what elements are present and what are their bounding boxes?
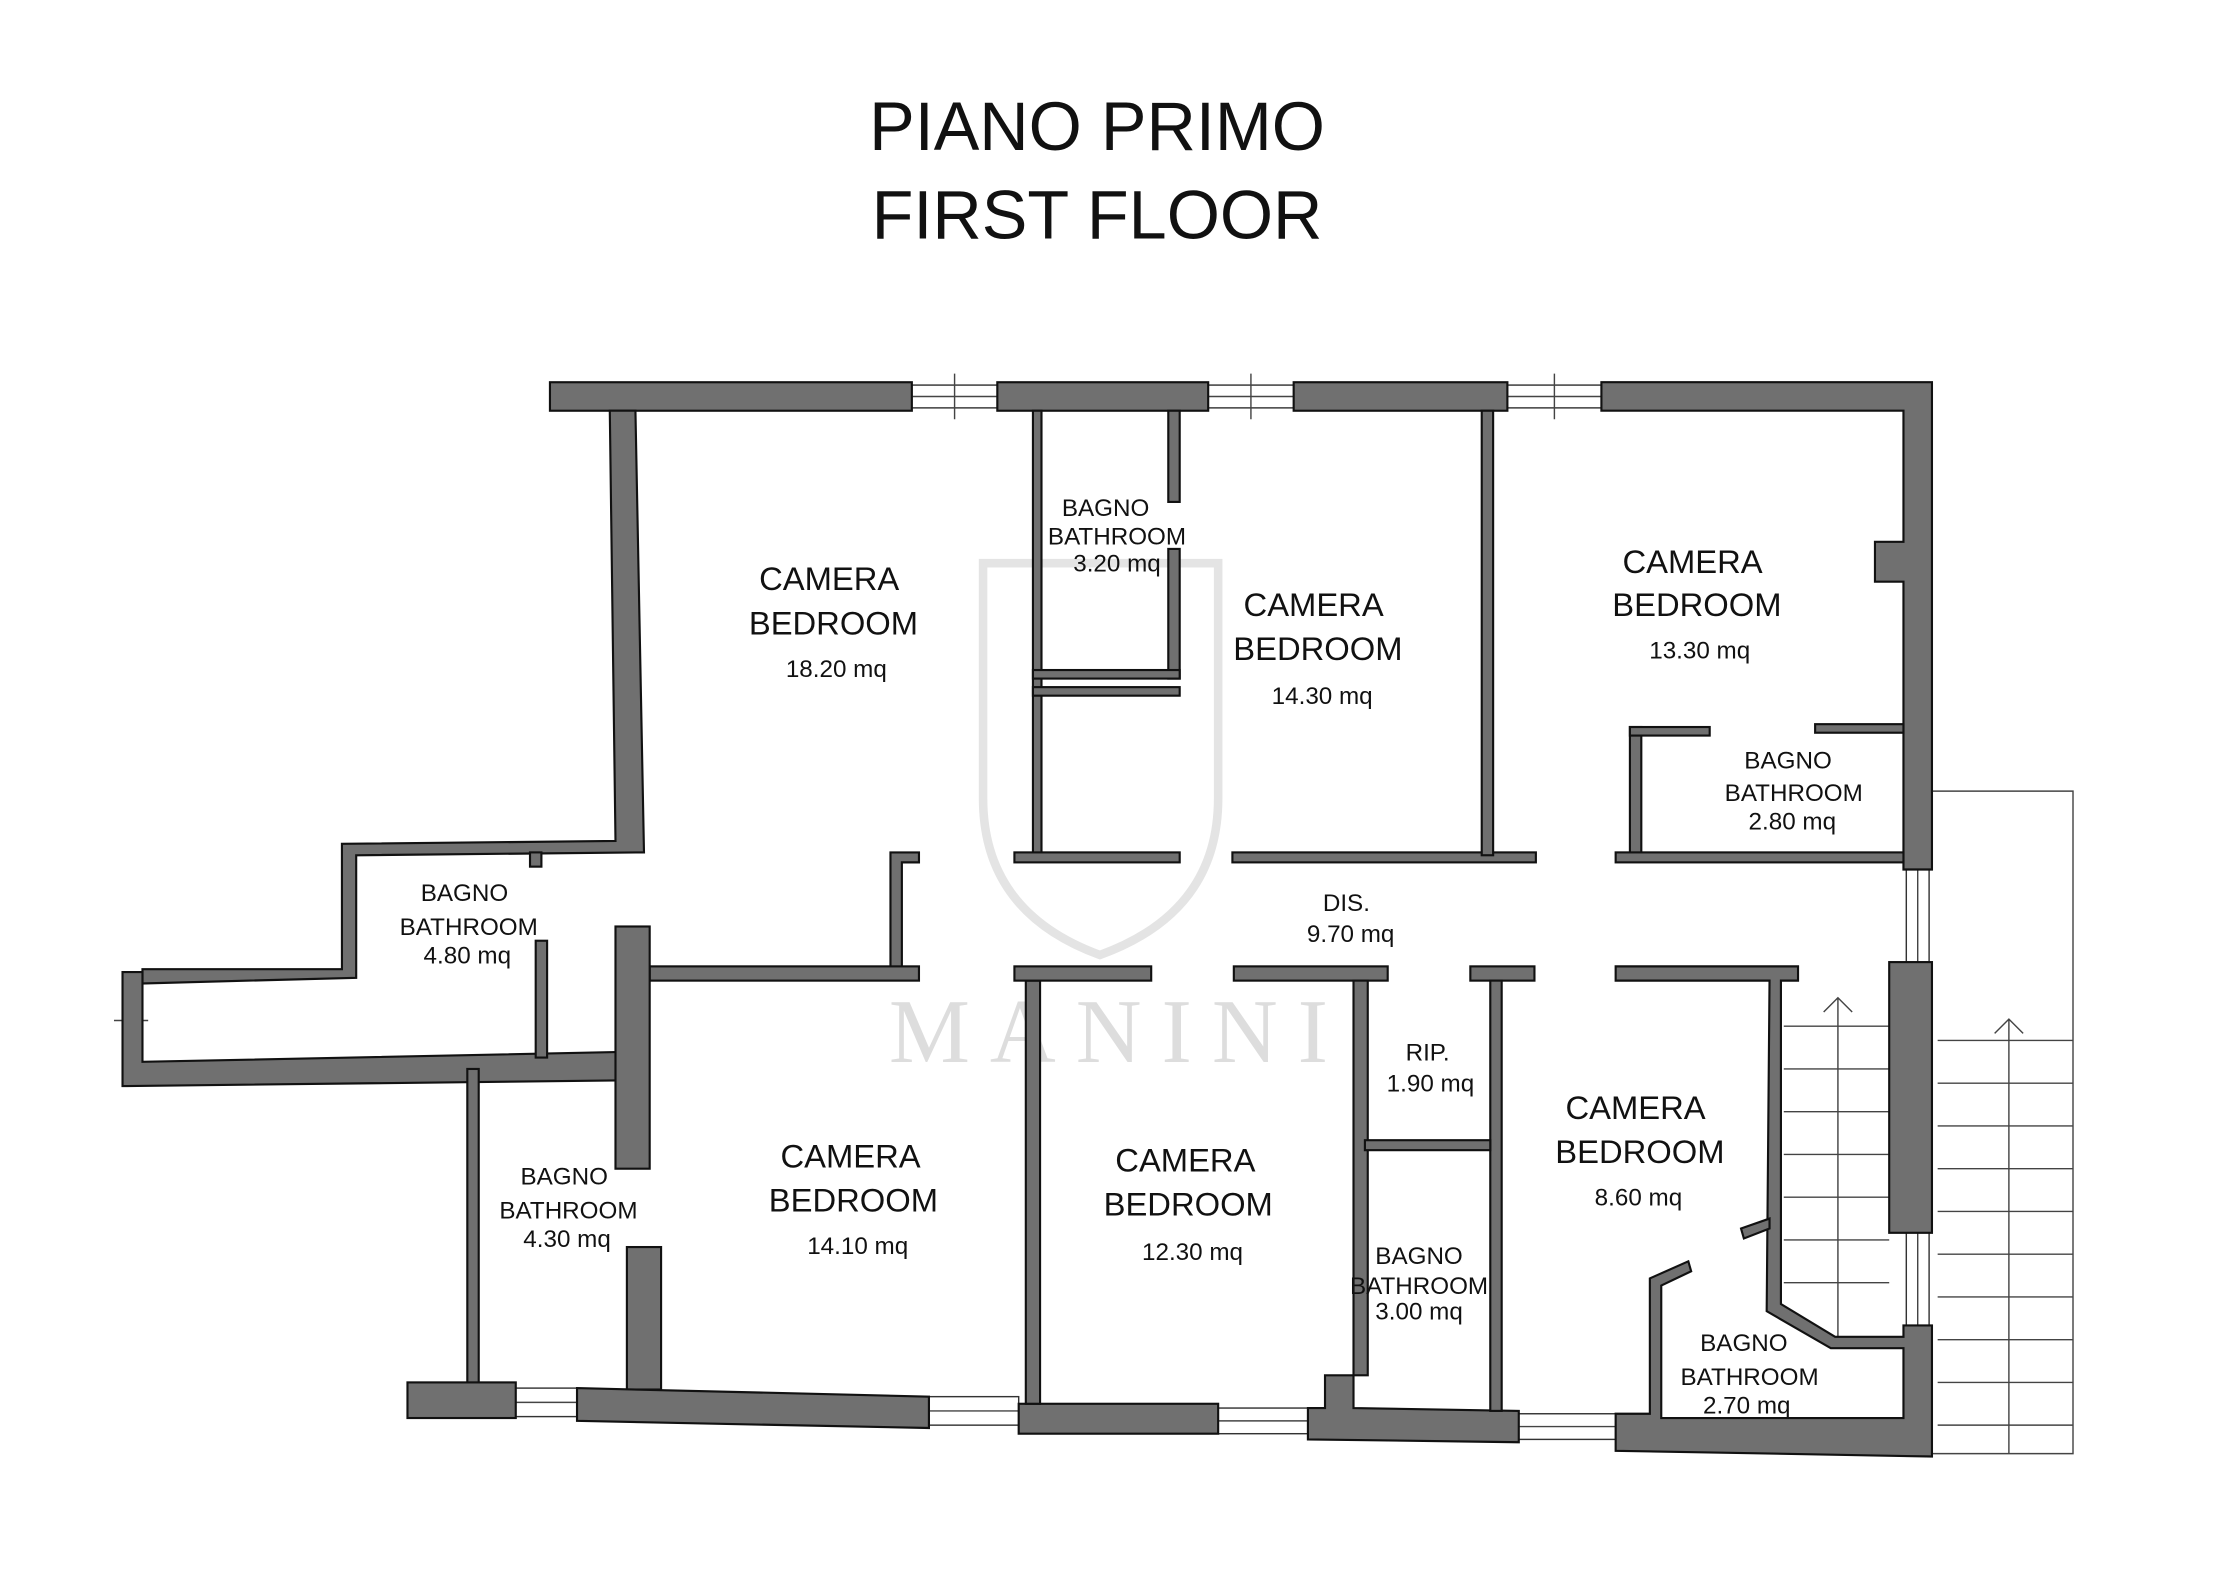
room-label-text: BATHROOM <box>499 1198 637 1225</box>
room-bedroom-8-60: CAMERA BEDROOM 8.60 mq <box>1555 1089 1724 1212</box>
room-label-text: 9.70 mq <box>1307 921 1395 948</box>
room-label-text: RIP. <box>1406 1039 1450 1066</box>
room-label-text: 1.90 mq <box>1387 1071 1475 1098</box>
room-label-text: 13.30 mq <box>1649 638 1750 665</box>
room-label-text: BAGNO <box>520 1163 607 1190</box>
walls <box>121 381 1934 1458</box>
room-label-text: 14.10 mq <box>807 1233 908 1260</box>
room-bedroom-13-30: CAMERA BEDROOM 13.30 mq <box>1612 543 1781 664</box>
room-label-text: 3.20 mq <box>1073 551 1161 578</box>
room-label-text: CAMERA <box>781 1137 921 1174</box>
room-label-text: BEDROOM <box>1612 586 1781 623</box>
stairs <box>1783 790 2074 1455</box>
room-label-text: BEDROOM <box>1555 1133 1724 1170</box>
room-label-text: CAMERA <box>1115 1142 1255 1179</box>
room-label-text: CAMERA <box>1566 1089 1706 1126</box>
room-label-text: BEDROOM <box>749 604 918 641</box>
room-storage-1-90: RIP. 1.90 mq <box>1387 1039 1475 1097</box>
room-bedroom-14-30: CAMERA BEDROOM 14.30 mq <box>1233 586 1402 710</box>
room-label-text: 3.00 mq <box>1375 1299 1463 1326</box>
room-label-text: BAGNO <box>421 880 508 907</box>
room-label-text: CAMERA <box>759 560 899 597</box>
room-label-text: BATHROOM <box>1350 1273 1488 1300</box>
room-label-text: BATHROOM <box>400 914 538 941</box>
room-bedroom-18-20: CAMERA BEDROOM 18.20 mq <box>749 560 918 683</box>
room-label-text: BEDROOM <box>1233 630 1402 667</box>
room-label-text: DIS. <box>1323 890 1370 917</box>
room-label-text: BAGNO <box>1375 1243 1462 1270</box>
room-bedroom-14-10: CAMERA BEDROOM 14.10 mq <box>769 1137 938 1260</box>
room-label-text: BAGNO <box>1062 495 1149 522</box>
title-english: FIRST FLOOR <box>872 177 1323 253</box>
room-label-text: 4.80 mq <box>424 943 512 970</box>
room-label-text: BATHROOM <box>1725 780 1863 807</box>
room-label-text: BAGNO <box>1700 1330 1787 1357</box>
room-label-text: CAMERA <box>1244 586 1384 623</box>
room-hallway-9-70: DIS. 9.70 mq <box>1307 890 1395 948</box>
room-label-text: 12.30 mq <box>1142 1239 1243 1266</box>
room-label-text: 18.20 mq <box>786 656 887 683</box>
room-label-text: BATHROOM <box>1048 524 1186 551</box>
room-label-text: 8.60 mq <box>1595 1185 1683 1212</box>
room-label-text: 4.30 mq <box>523 1226 611 1253</box>
room-label-text: CAMERA <box>1623 543 1763 580</box>
room-label-text: BEDROOM <box>1104 1186 1273 1223</box>
room-label-text: BATHROOM <box>1681 1364 1819 1391</box>
room-label-text: 2.70 mq <box>1703 1393 1791 1420</box>
room-label-text: BEDROOM <box>769 1181 938 1218</box>
room-label-text: 2.80 mq <box>1749 809 1837 836</box>
room-label-text: BAGNO <box>1744 747 1831 774</box>
watermark-logo: MANINI <box>889 981 1348 1082</box>
room-bedroom-12-30: CAMERA BEDROOM 12.30 mq <box>1104 1142 1273 1266</box>
watermark-shield-icon <box>978 558 1223 960</box>
title-italian: PIANO PRIMO <box>869 89 1325 165</box>
room-label-text: 14.30 mq <box>1272 683 1373 710</box>
